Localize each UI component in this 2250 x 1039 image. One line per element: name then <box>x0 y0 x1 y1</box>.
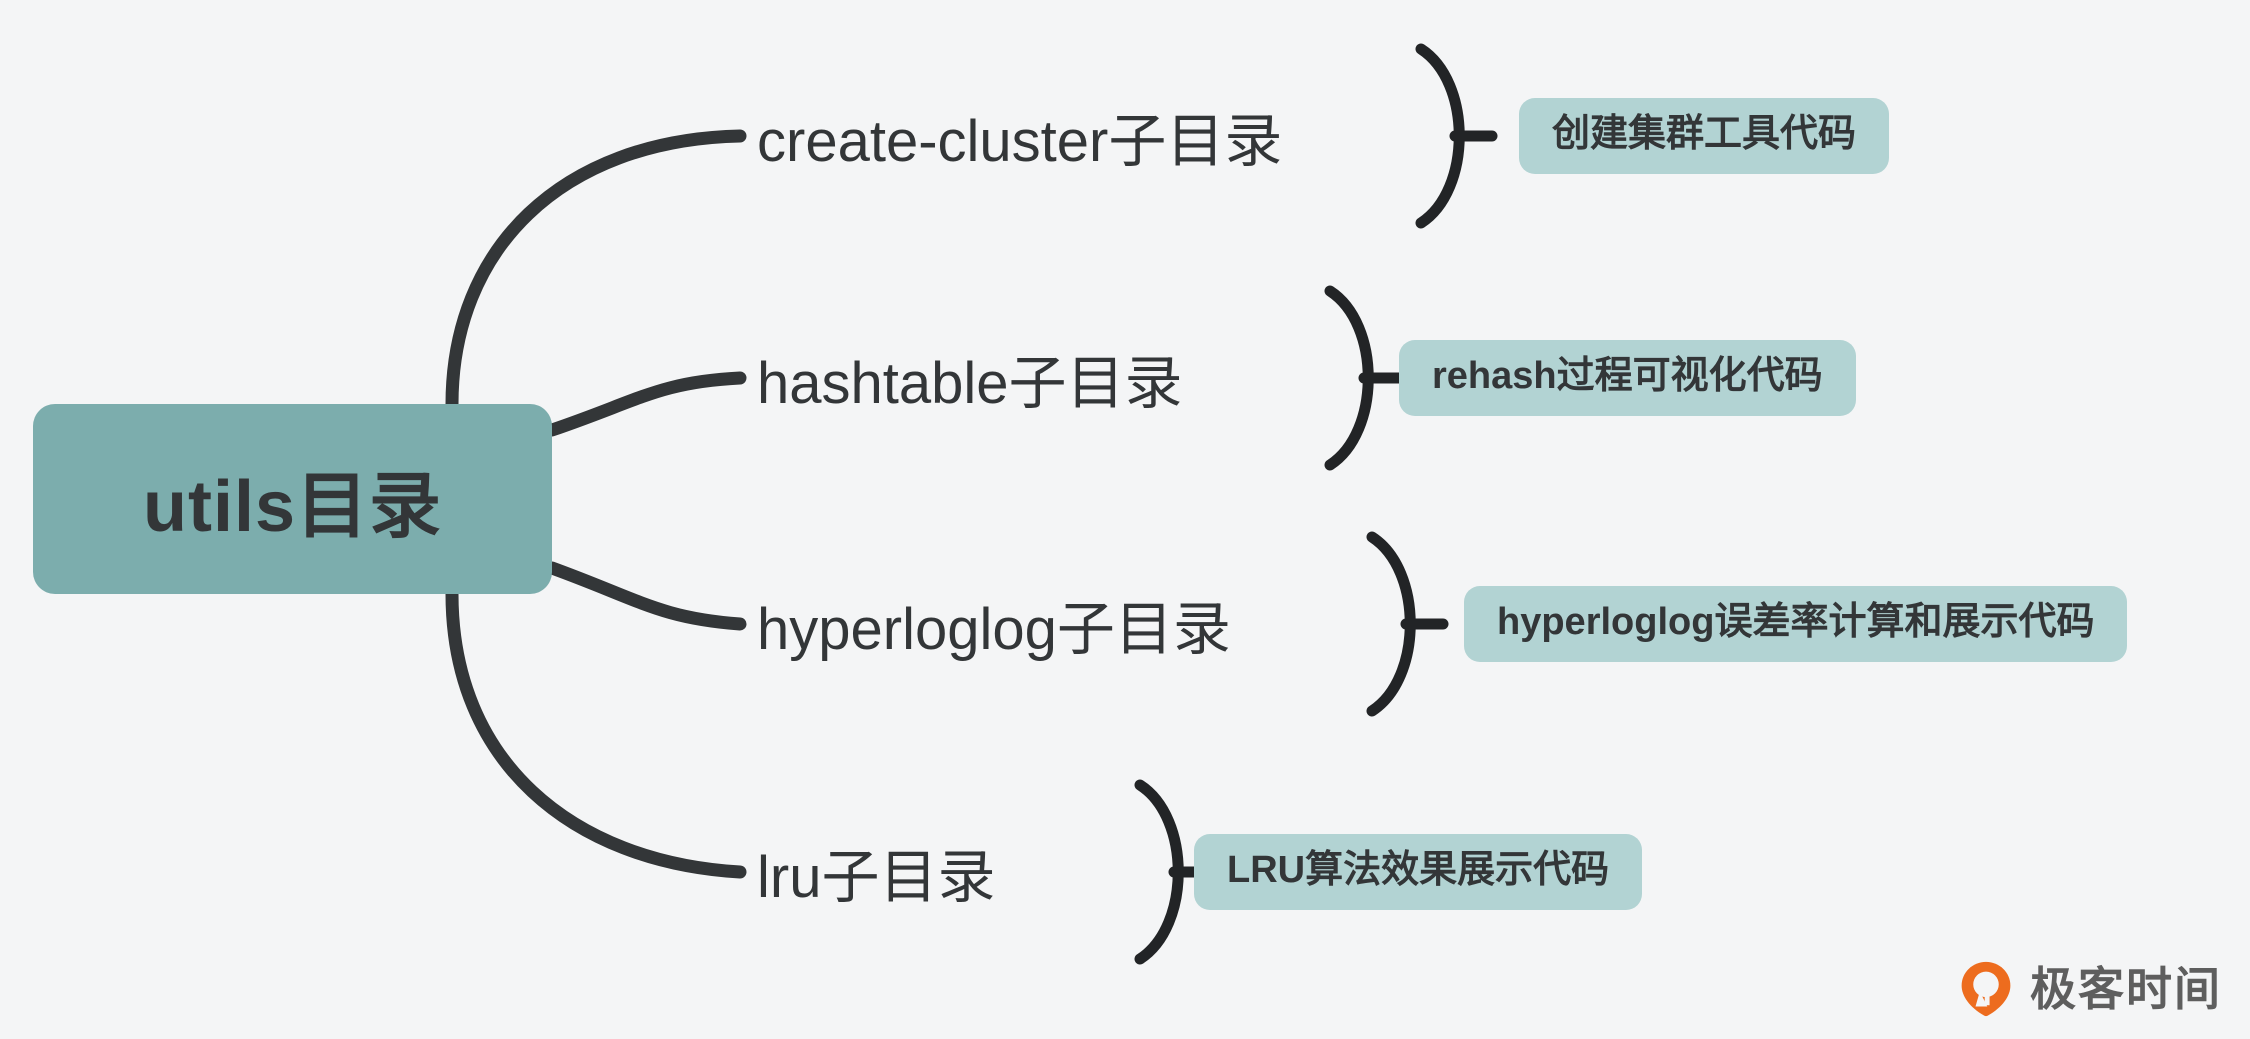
badge-hyperloglog[interactable]: hyperloglog误差率计算和展示代码 <box>1464 586 2128 662</box>
edge-branch-2 <box>545 371 747 437</box>
badge-lru[interactable]: LRU算法效果展示代码 <box>1194 834 1643 910</box>
branch-label-hashtable[interactable]: hashtable子目录 <box>757 351 1183 416</box>
badge-create-cluster[interactable]: 创建集群工具代码 <box>1519 98 1890 174</box>
edge-branch-1 <box>445 129 747 411</box>
brace-branch-2 <box>1324 285 1407 471</box>
watermark-text: 极客时间 <box>2030 963 2222 1015</box>
branch-label-hyperloglog[interactable]: hyperloglog子目录 <box>757 597 1231 662</box>
edge-branch-3 <box>545 561 747 631</box>
root-node[interactable]: utils目录 <box>33 404 552 594</box>
watermark: 极客时间 <box>1956 959 2222 1019</box>
branch-label-lru[interactable]: lru子目录 <box>757 845 996 910</box>
geektime-logo-icon <box>1961 961 2011 1017</box>
badge-hashtable[interactable]: rehash过程可视化代码 <box>1399 340 1856 416</box>
edge-branch-4 <box>445 587 747 879</box>
brace-branch-3 <box>1366 531 1449 717</box>
root-node-label: utils目录 <box>142 466 442 547</box>
brace-branch-1 <box>1415 43 1498 229</box>
branch-label-create-cluster[interactable]: create-cluster子目录 <box>757 109 1283 174</box>
